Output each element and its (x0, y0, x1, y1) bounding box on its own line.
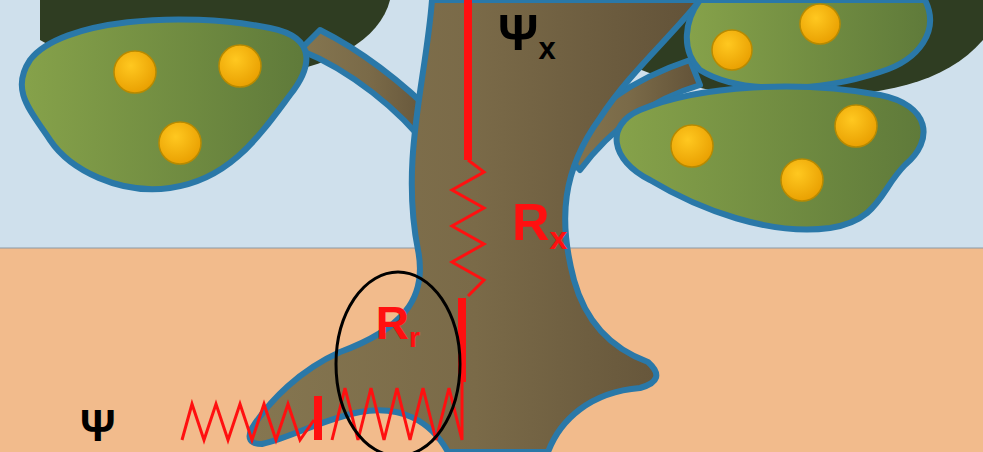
subscript: x (550, 220, 568, 256)
fruit (712, 30, 752, 70)
subscript: x (538, 31, 555, 66)
ellipse-outline (336, 272, 460, 452)
resistor-symbol (182, 404, 314, 440)
leaf-cluster (617, 87, 924, 230)
fruit (800, 4, 840, 44)
wire (464, 0, 472, 160)
wire (314, 396, 322, 440)
fruit (159, 122, 201, 164)
fruit (219, 45, 261, 87)
potential-label: Ψx (498, 8, 556, 58)
root-ellipse: Rr (334, 270, 462, 452)
symbol: R (376, 297, 409, 349)
fruit (114, 51, 156, 93)
fruit (781, 159, 823, 201)
fruit-group (114, 4, 877, 201)
symbol: Ψ (80, 401, 116, 450)
fruit (671, 125, 713, 167)
leaf-cluster (22, 19, 307, 189)
resistor-symbol (452, 160, 484, 296)
potential-label: Ψ (80, 404, 116, 448)
leaf-cluster (687, 0, 930, 88)
resistor-symbol (332, 382, 462, 440)
symbol: Ψ (498, 5, 538, 61)
resistance-label: Rx (512, 196, 568, 248)
fruit (835, 105, 877, 147)
symbol: R (512, 193, 550, 251)
trunk (250, 0, 700, 452)
subscript: r (409, 321, 420, 353)
resistance-label: Rr (334, 270, 462, 346)
